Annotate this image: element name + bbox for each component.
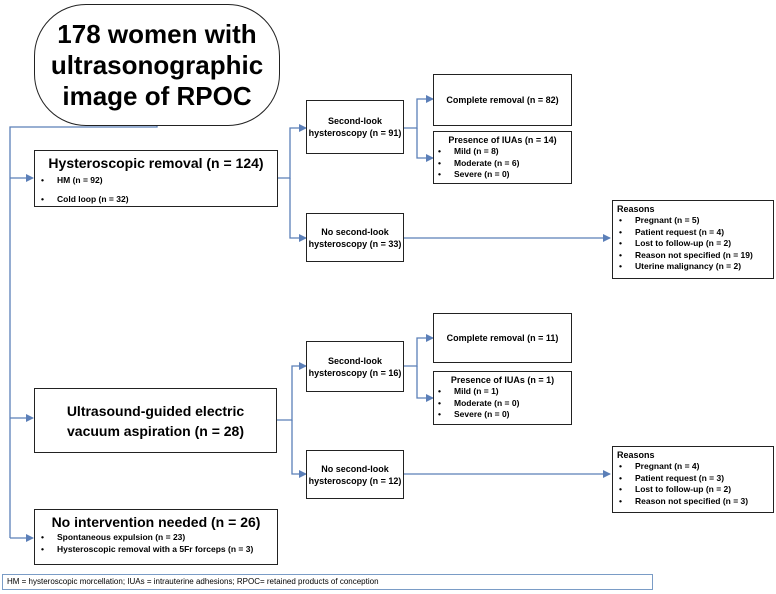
reasons-title-1: Reasons (617, 204, 655, 214)
arrow-to-complete-removal-1 (404, 95, 434, 129)
list-item: HM (n = 92) (39, 175, 273, 187)
no-intervention-title: No intervention needed (n = 26) (51, 514, 261, 530)
no-second-look-box-2: No second-look hysteroscopy (n = 12) (306, 450, 404, 499)
root-node: 178 women with ultrasonographic image of… (34, 4, 280, 126)
iuas-title-2: Presence of IUAs (n = 1) (450, 375, 555, 385)
no-intervention-box: No intervention needed (n = 26) Spontane… (34, 509, 278, 565)
list-item: Uterine malignancy (n = 2) (617, 261, 769, 273)
no-second-look-label-2: No second-look hysteroscopy (n = 12) (308, 463, 402, 486)
list-item: Pregnant (n = 4) (617, 461, 769, 473)
arrow-to-no-second-look-2 (291, 420, 307, 478)
list-item: Mild (n = 1) (436, 386, 569, 398)
second-look-label-2: Second-look hysteroscopy (n = 16) (308, 355, 402, 378)
list-item: Lost to follow-up (n = 2) (617, 238, 769, 250)
root-title: 178 women with ultrasonographic image of… (50, 18, 264, 111)
list-item: Lost to follow-up (n = 2) (617, 484, 769, 496)
list-item: Reason not specified (n = 19) (617, 250, 769, 262)
list-item: Severe (n = 0) (436, 409, 569, 421)
main-trunk-line (9, 126, 158, 538)
list-item: Hysteroscopic removal with a 5Fr forceps… (39, 544, 273, 556)
list-item: Reason not specified (n = 3) (617, 496, 769, 508)
list-item: Moderate (n = 0) (436, 398, 569, 410)
list-item: Moderate (n = 6) (436, 158, 569, 170)
arrow-to-no-second-look-1 (289, 178, 307, 242)
vacuum-aspiration-box: Ultrasound-guided electric vacuum aspira… (34, 388, 277, 453)
list-item: Patient request (n = 4) (617, 227, 769, 239)
iuas-box-1: Presence of IUAs (n = 14) Mild (n = 8) M… (433, 131, 572, 184)
list-item: Patient request (n = 3) (617, 473, 769, 485)
iuas-title-1: Presence of IUAs (n = 14) (448, 135, 557, 145)
second-look-box-1: Second-look hysteroscopy (n = 91) (306, 100, 404, 154)
no-second-look-box-1: No second-look hysteroscopy (n = 33) (306, 213, 404, 262)
hysteroscopic-title: Hysteroscopic removal (n = 124) (48, 155, 264, 171)
second-look-box-2: Second-look hysteroscopy (n = 16) (306, 341, 404, 392)
complete-removal-label-1: Complete removal (n = 82) (446, 95, 559, 105)
no-second-look-label-1: No second-look hysteroscopy (n = 33) (308, 226, 402, 249)
reasons-box-1: Reasons Pregnant (n = 5) Patient request… (612, 200, 774, 279)
list-item: Spontaneous expulsion (n = 23) (39, 532, 273, 544)
complete-removal-label-2: Complete removal (n = 11) (446, 333, 559, 343)
complete-removal-box-1: Complete removal (n = 82) (433, 74, 572, 126)
list-item: Mild (n = 8) (436, 146, 569, 158)
list-item: Cold loop (n = 32) (39, 194, 273, 206)
complete-removal-box-2: Complete removal (n = 11) (433, 313, 572, 363)
list-item: Severe (n = 0) (436, 169, 569, 181)
iuas-box-2: Presence of IUAs (n = 1) Mild (n = 1) Mo… (433, 371, 572, 425)
arrow-to-iuas-1 (416, 128, 434, 162)
list-item: Pregnant (n = 5) (617, 215, 769, 227)
hysteroscopic-removal-box: Hysteroscopic removal (n = 124) HM (n = … (34, 150, 278, 207)
second-look-label-1: Second-look hysteroscopy (n = 91) (308, 116, 402, 138)
reasons-title-2: Reasons (617, 450, 655, 460)
arrow-to-iuas-2 (416, 366, 434, 402)
reasons-box-2: Reasons Pregnant (n = 4) Patient request… (612, 446, 774, 513)
footnote: HM = hysteroscopic morcellation; IUAs = … (2, 574, 653, 590)
arrow-to-complete-removal-2 (404, 334, 434, 367)
arrow-to-second-look-2 (277, 362, 307, 421)
arrow-to-second-look-1 (278, 124, 307, 179)
vacuum-title: Ultrasound-guided electric vacuum aspira… (66, 402, 245, 439)
